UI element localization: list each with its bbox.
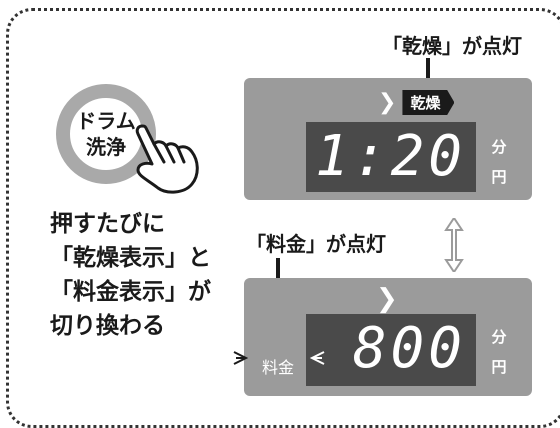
- unit-labels-dry: 分 円: [484, 132, 514, 192]
- unit-yen: 円: [491, 358, 507, 376]
- glow-marks-icon: [233, 351, 325, 365]
- drum-button-line2: 洗浄: [86, 135, 126, 159]
- lcd-screen-fee: 800: [306, 314, 476, 386]
- fee-callout: 「料金」が点灯: [246, 232, 386, 256]
- instruction-line: 切り換わる: [50, 313, 165, 339]
- display-panel-dry: ❯ 乾燥 1:20 分 円: [244, 78, 532, 200]
- unit-minutes: 分: [491, 328, 507, 346]
- pointing-hand-icon: [135, 124, 199, 194]
- instruction-text: 押すたびに 「乾燥表示」と 「料金表示」が 切り換わる: [50, 207, 211, 343]
- fee-indicator-label: 料金: [262, 358, 295, 377]
- dry-mode-label: 乾燥: [402, 90, 455, 115]
- fee-readout: 800: [352, 316, 466, 381]
- unit-labels-fee: 分 円: [484, 322, 514, 382]
- display-panel-fee: ❯ 料金 800 分 円: [244, 278, 532, 396]
- drum-button-line1: ドラム: [76, 109, 136, 133]
- up-down-arrow-icon: [444, 218, 464, 272]
- chevron-right-icon: ❯: [378, 90, 397, 115]
- dry-mode-indicator: ❯ 乾燥: [378, 90, 455, 115]
- time-readout: 1:20: [315, 124, 466, 189]
- unit-minutes: 分: [491, 138, 507, 156]
- instruction-line: 押すたびに: [50, 211, 165, 237]
- chevron-right-icon: ❯: [376, 284, 398, 314]
- unit-yen: 円: [491, 168, 507, 186]
- lcd-screen-dry: 1:20: [306, 122, 476, 192]
- dry-callout: 「乾燥」が点灯: [382, 34, 522, 58]
- instruction-line: 「乾燥表示」と: [50, 245, 211, 271]
- instruction-line: 「料金表示」が: [50, 279, 211, 305]
